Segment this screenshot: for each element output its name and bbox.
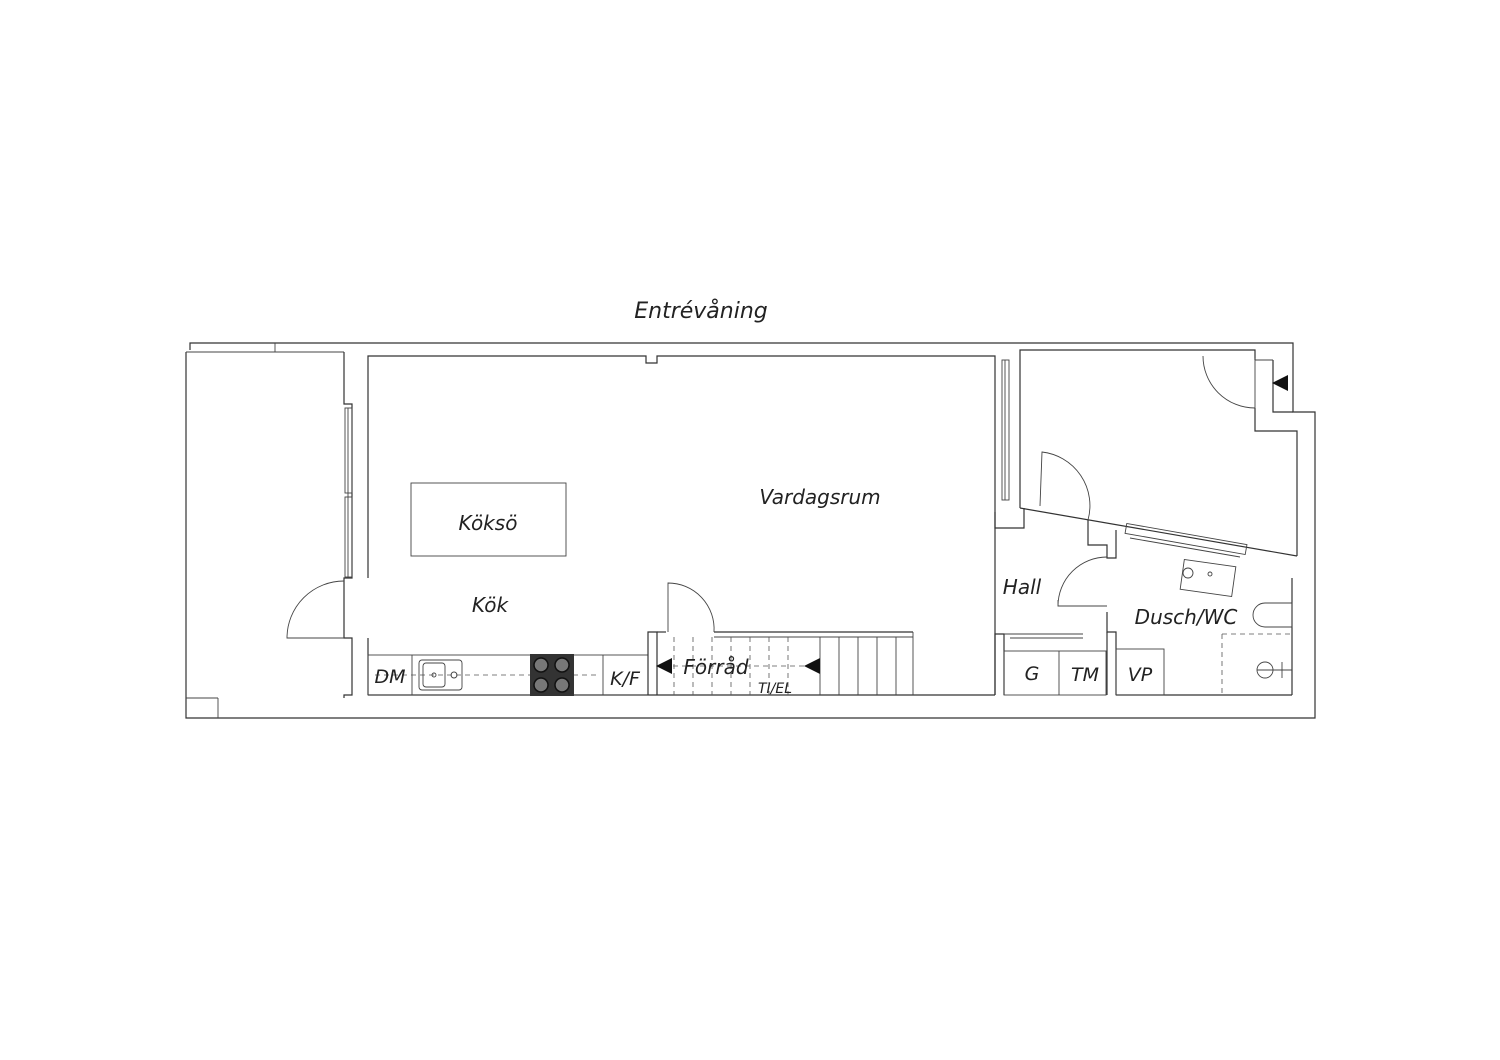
kitchen-counter	[367, 654, 649, 696]
washbasin-icon	[1179, 559, 1237, 597]
label-dm: DM	[374, 666, 405, 688]
stair-arrow-icon	[656, 658, 672, 674]
outer-walls	[185, 342, 1316, 719]
label-kf: K/F	[610, 668, 641, 690]
label-kokso: Köksö	[459, 511, 518, 535]
toilet-icon	[1252, 602, 1293, 628]
label-vp: VP	[1128, 664, 1153, 686]
label-g: G	[1025, 663, 1040, 685]
label-dusch-wc: Dusch/WC	[1135, 605, 1238, 629]
entry-room-walls	[1019, 349, 1298, 557]
sink-icon	[418, 659, 463, 691]
label-kok: Kök	[472, 593, 510, 617]
hall-walls	[994, 451, 1248, 696]
label-hall: Hall	[1003, 575, 1042, 599]
kitchen-island	[410, 482, 567, 557]
label-tiel: TI/EL	[758, 681, 792, 697]
entrance-arrow-icon	[1272, 375, 1288, 391]
label-vardagsrum: Vardagsrum	[759, 485, 880, 509]
label-forrad: Förråd	[683, 655, 748, 679]
plan-title: Entrévåning	[634, 298, 768, 324]
label-tm: TM	[1071, 664, 1099, 686]
bathroom-walls	[1115, 559, 1293, 696]
storage-and-stairs	[647, 582, 914, 695]
stair-arrow-icon	[804, 658, 820, 674]
left-room-walls	[286, 352, 353, 698]
